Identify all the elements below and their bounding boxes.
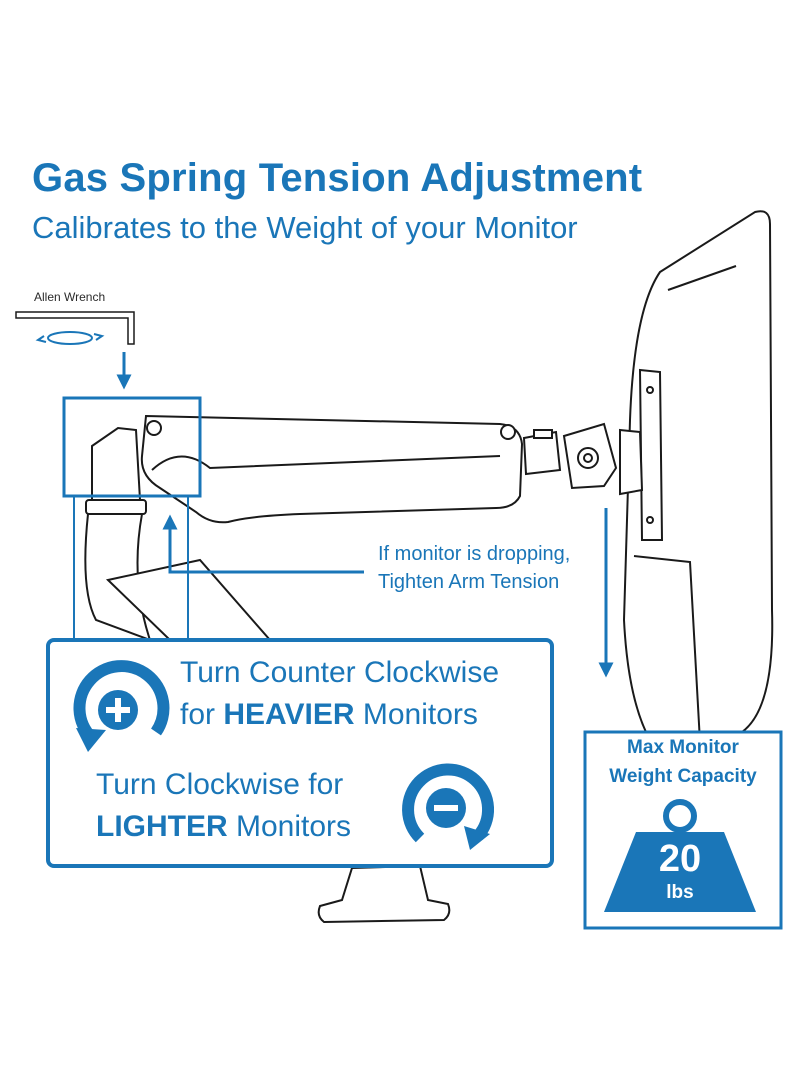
callout-line-1: If monitor is dropping, (378, 543, 571, 565)
capacity-title-line-2: Weight Capacity (609, 766, 757, 787)
weight-icon (604, 799, 756, 912)
minus-rotate-icon (402, 763, 494, 850)
page-subtitle: Calibrates to the Weight of your Monitor (32, 210, 578, 245)
capacity-unit: lbs (666, 882, 694, 903)
clockwise-line-2: LIGHTER Monitors (96, 810, 352, 843)
arm-body (84, 414, 644, 924)
counter-clockwise-line-1: Turn Counter Clockwise (180, 656, 499, 689)
allen-wrench-icon (15, 311, 135, 345)
clockwise-line-1: Turn Clockwise for (96, 768, 344, 801)
lighter-label: LIGHTER (96, 810, 228, 843)
instruction-panel (46, 638, 554, 868)
callout-line-2: Tighten Arm Tension (378, 571, 560, 593)
counter-clockwise-line-2: for HEAVIER Monitors (180, 698, 478, 731)
allen-wrench-label: Allen Wrench (34, 290, 106, 304)
monitor-outline (622, 210, 774, 762)
plus-rotate-icon (73, 660, 170, 752)
heavier-label: HEAVIER (223, 698, 355, 731)
page-title: Gas Spring Tension Adjustment (32, 156, 643, 200)
capacity-title-line-1: Max Monitor (627, 737, 739, 758)
tighten-arrow (162, 514, 364, 574)
tension-highlight-box (62, 396, 202, 498)
capacity-value: 20 (658, 838, 702, 880)
